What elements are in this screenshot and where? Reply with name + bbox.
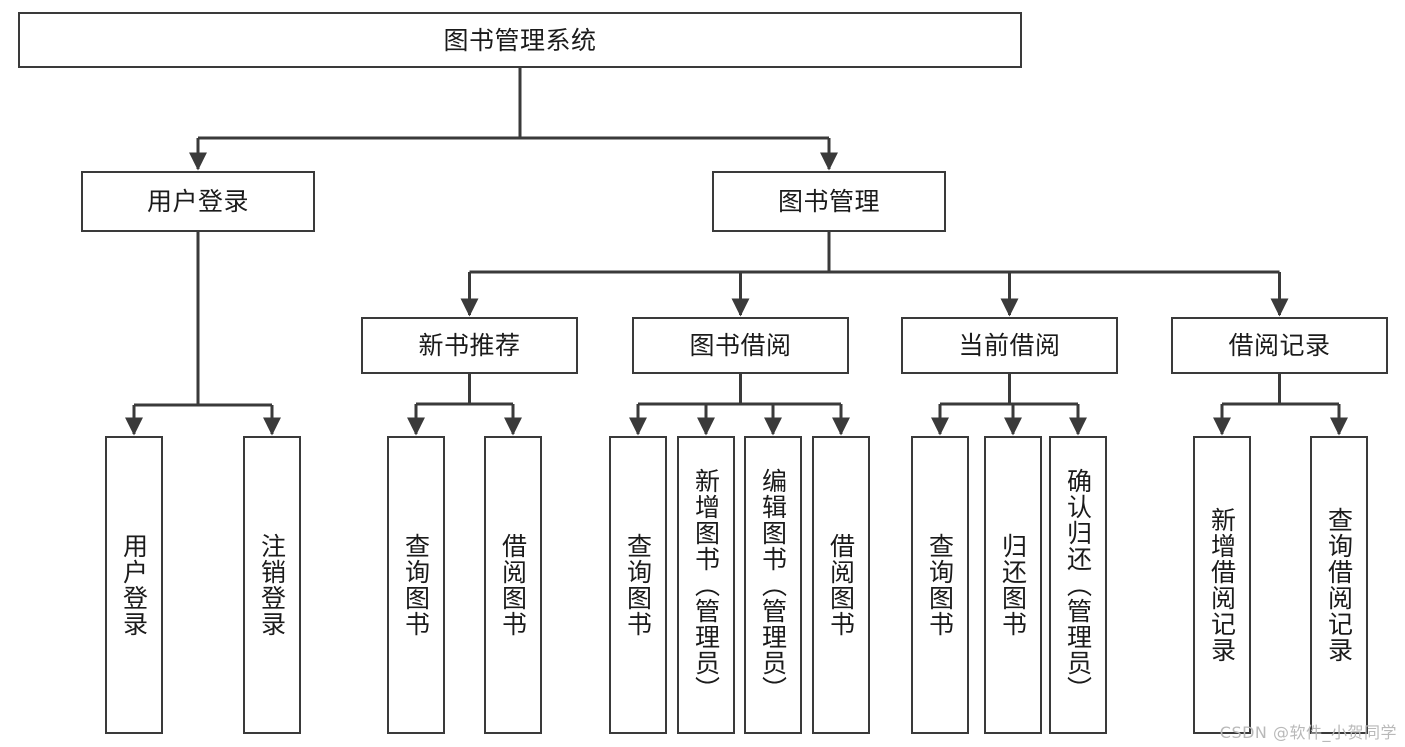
node-label: 确认归还（管理员） (1063, 468, 1093, 702)
node-root[interactable]: 图书管理系统 (18, 12, 1022, 68)
node-book-borrow[interactable]: 图书借阅 (632, 317, 849, 374)
node-leaf-query-record[interactable]: 查询借阅记录 (1310, 436, 1368, 734)
node-label: 查询借阅记录 (1324, 507, 1354, 663)
node-leaf-borrow-book-1[interactable]: 借阅图书 (484, 436, 542, 734)
node-label: 查询图书 (623, 533, 653, 637)
node-leaf-add-record[interactable]: 新增借阅记录 (1193, 436, 1251, 734)
node-label: 归还图书 (998, 533, 1028, 637)
node-borrow-record[interactable]: 借阅记录 (1171, 317, 1388, 374)
node-label: 借阅图书 (498, 533, 528, 637)
node-label: 当前借阅 (958, 331, 1061, 360)
node-label: 借阅图书 (826, 533, 856, 637)
node-label: 注销登录 (257, 533, 287, 637)
node-leaf-borrow-book-2[interactable]: 借阅图书 (812, 436, 870, 734)
node-label: 借阅记录 (1228, 331, 1331, 360)
node-label: 图书管理 (777, 187, 880, 216)
node-leaf-query-book-2[interactable]: 查询图书 (609, 436, 667, 734)
node-leaf-add-book[interactable]: 新增图书（管理员） (677, 436, 735, 734)
node-leaf-return-book[interactable]: 归还图书 (984, 436, 1042, 734)
node-leaf-user-login[interactable]: 用户登录 (105, 436, 163, 734)
node-label: 图书借阅 (689, 331, 792, 360)
node-label: 编辑图书（管理员） (758, 468, 788, 702)
node-label: 查询图书 (401, 533, 431, 637)
node-current-borrow[interactable]: 当前借阅 (901, 317, 1118, 374)
node-label: 新增借阅记录 (1207, 507, 1237, 663)
node-label: 用户登录 (119, 533, 149, 637)
node-leaf-edit-book[interactable]: 编辑图书（管理员） (744, 436, 802, 734)
node-label: 新书推荐 (418, 331, 521, 360)
node-label: 新增图书（管理员） (691, 468, 721, 702)
node-label: 用户登录 (146, 187, 249, 216)
node-label: 查询图书 (925, 533, 955, 637)
csdn-watermark: CSDN @软件_小贺同学 (1219, 723, 1397, 742)
node-new-book-recommend[interactable]: 新书推荐 (361, 317, 578, 374)
node-leaf-confirm-return[interactable]: 确认归还（管理员） (1049, 436, 1107, 734)
node-leaf-query-book-3[interactable]: 查询图书 (911, 436, 969, 734)
node-book-manage[interactable]: 图书管理 (712, 171, 946, 232)
node-leaf-logout[interactable]: 注销登录 (243, 436, 301, 734)
node-leaf-query-book-1[interactable]: 查询图书 (387, 436, 445, 734)
node-user-login[interactable]: 用户登录 (81, 171, 315, 232)
node-label: 图书管理系统 (443, 25, 597, 55)
